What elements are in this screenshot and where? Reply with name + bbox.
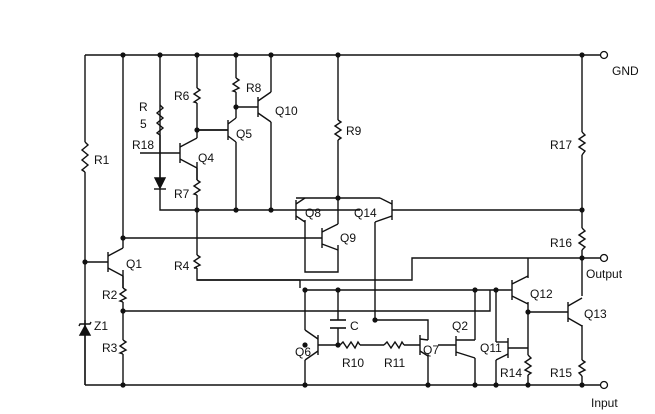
terminals [599,50,609,390]
q10-label: Q10 [275,104,298,118]
r2-label: R2 [102,288,118,302]
r3-label: R3 [102,341,118,355]
r10-label: R10 [342,356,364,370]
gnd-label: GND [612,64,639,78]
r11-resistor [383,340,405,350]
r5-label-bottom: 5 [140,117,147,131]
q1-label: Q1 [126,257,142,271]
diodes [78,135,167,385]
transistors [107,85,583,361]
q7-transistor-icon [419,335,429,357]
r5-resistor [155,104,165,136]
q8-transistor-icon [295,197,306,223]
gnd-terminal [599,50,609,60]
junction-dots [82,52,585,388]
q9-label: Q9 [340,231,356,245]
z1-label: Z1 [94,319,108,333]
r7-label: R7 [174,187,190,201]
r18-label: R18 [132,138,154,152]
q11-label: Q11 [480,341,502,355]
zener-diode-icon [78,321,92,385]
capacitor-icon [330,319,346,329]
r15-resistor [577,359,587,377]
q8-label: Q8 [305,206,321,220]
input-label: Input [591,396,618,410]
q5-label: Q5 [236,127,252,141]
r14-label: R14 [500,366,522,380]
q7-label: Q7 [423,343,439,357]
r6-label: R6 [174,89,190,103]
r5-label-top: R [139,100,148,114]
r14-resistor [523,354,533,376]
r16-label: R16 [550,236,572,250]
r9-resistor [333,119,343,141]
r2-resistor [118,287,128,303]
q13-label: Q13 [584,307,607,321]
r7-resistor [192,179,202,196]
r11-label: R11 [384,356,405,370]
r9-label: R9 [346,124,362,138]
r8-resistor [231,77,241,93]
r15-label: R15 [550,366,572,380]
q14-transistor-icon [374,197,393,223]
r8-label: R8 [246,81,262,95]
q1-transistor-icon [107,238,124,288]
r1-resistor [80,141,90,173]
r4-resistor [192,254,202,269]
output-label: Output [586,267,623,281]
r6-resistor [192,87,202,104]
diode-icon [153,135,167,195]
r4-label: R4 [174,259,190,273]
q10-transistor-icon [257,85,272,123]
resistors [80,77,587,377]
capacitor-label: C [350,319,359,333]
q14-label: Q14 [354,206,377,220]
q6-label: Q6 [295,345,311,359]
r10-resistor [339,340,361,350]
r17-resistor [577,131,587,156]
q6-transistor-icon [304,329,319,361]
wires [84,54,600,386]
q2-transistor-icon [455,336,476,359]
q12-transistor-icon [510,275,529,305]
r16-resistor [577,227,587,251]
labels: GND Output Input Q1 Q2 Q4 Q5 Q6 Q7 Q8 Q9… [94,64,639,410]
q4-label: Q4 [198,151,214,165]
q5-transistor-icon [197,107,237,145]
output-terminal [599,253,609,263]
q4-transistor-icon [179,130,198,180]
q13-transistor-icon [567,297,583,327]
r1-label: R1 [94,153,110,167]
q11-transistor-icon [495,338,528,361]
input-terminal [599,380,609,390]
r3-resistor [118,339,128,355]
q12-label: Q12 [530,287,553,301]
q2-label: Q2 [452,319,468,333]
q9-transistor-icon [321,198,339,251]
r17-label: R17 [550,138,572,152]
